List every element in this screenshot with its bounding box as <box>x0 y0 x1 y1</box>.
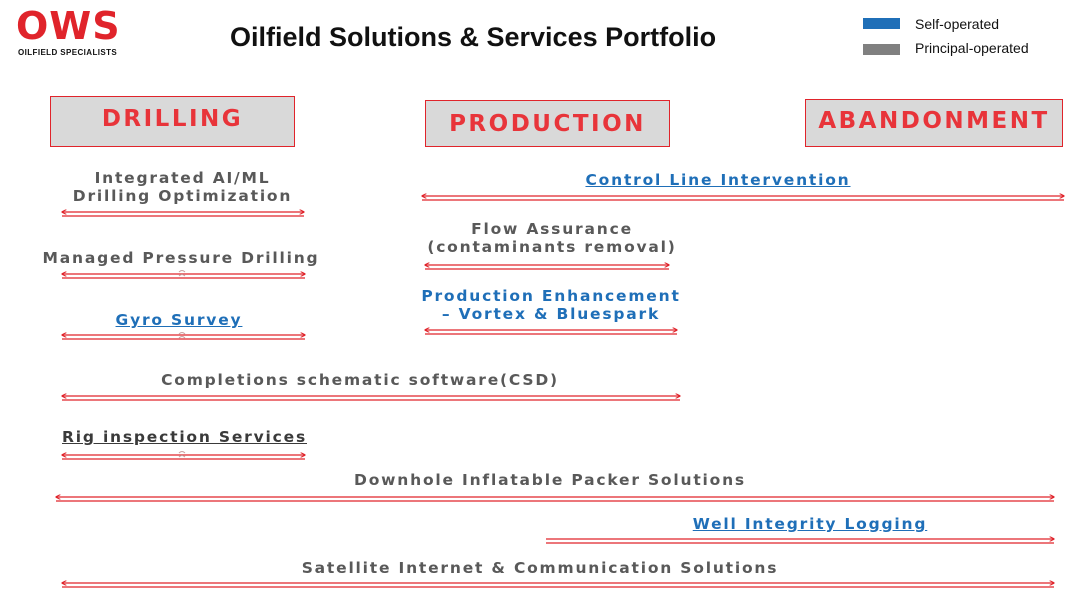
arrow-satellite <box>62 583 1054 588</box>
arrow-packer <box>56 497 1054 502</box>
service-control-line-intervention-link[interactable]: Control Line Intervention <box>585 171 851 189</box>
ows-logo: OWS <box>16 4 121 48</box>
phase-header-production: PRODUCTION <box>425 100 670 147</box>
arrow-control-line <box>422 196 1064 201</box>
legend-swatch-principal <box>863 44 900 55</box>
arrow-gyro <box>62 335 305 340</box>
arrow-prod-enhancement <box>425 330 677 335</box>
logo-subtitle: OILFIELD SPECIALISTS <box>18 48 118 57</box>
service-rig-inspection-link[interactable]: Rig inspection Services <box>62 428 307 446</box>
arrow-well-integrity <box>546 539 1054 544</box>
service-flow-assurance: Flow Assurance (contaminants removal) <box>427 220 677 256</box>
service-gyro-survey-link[interactable]: Gyro Survey <box>115 311 243 329</box>
phase-header-abandonment: ABANDONMENT <box>805 99 1063 147</box>
service-completions-schematic: Completions schematic software(CSD) <box>161 371 559 389</box>
arrow-csd <box>62 396 680 401</box>
arrow-flow-assurance <box>425 265 669 270</box>
service-ai-ml: Integrated AI/ML Drilling Optimization <box>72 169 293 205</box>
legend-swatch-self <box>863 18 900 29</box>
service-downhole-packer: Downhole Inflatable Packer Solutions <box>354 471 746 489</box>
legend-label-self: Self-operated <box>915 16 1000 32</box>
arrow-ai-ml <box>62 212 304 217</box>
page-title: Oilfield Solutions & Services Portfolio <box>230 22 717 52</box>
legend-label-principal: Principal-operated <box>915 40 1029 56</box>
arrow-rig <box>62 455 305 460</box>
service-well-integrity-logging-link[interactable]: Well Integrity Logging <box>692 515 928 533</box>
service-satellite-internet: Satellite Internet & Communication Solut… <box>301 559 779 577</box>
phase-header-drilling: DRILLING <box>50 96 295 147</box>
service-production-enhancement: Production Enhancement – Vortex & Bluesp… <box>421 287 681 323</box>
arrow-mpd <box>62 274 305 279</box>
service-managed-pressure-drilling: Managed Pressure Drilling <box>42 249 320 267</box>
